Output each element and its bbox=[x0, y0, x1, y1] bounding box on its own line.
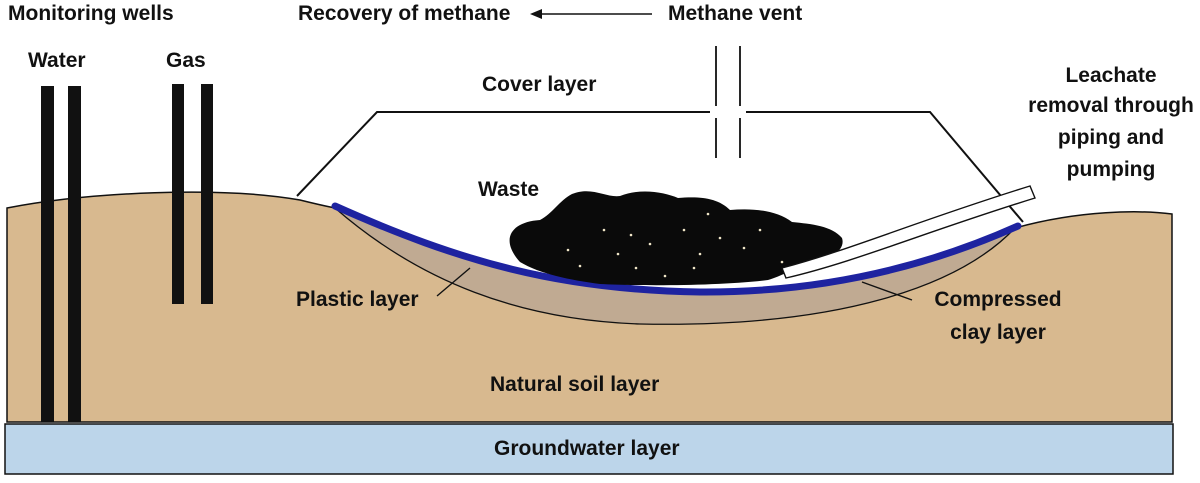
leachate-label-line-4: pumping bbox=[1067, 158, 1156, 181]
water-well-pipe-left bbox=[41, 86, 54, 422]
leachate-label-line-2: removal through bbox=[1028, 94, 1194, 117]
water-well-label: Water bbox=[28, 49, 86, 72]
compressed-clay-label-line-2: clay layer bbox=[950, 321, 1046, 344]
compressed-clay-leader bbox=[861, 281, 913, 301]
leachate-pipe bbox=[781, 185, 1036, 279]
gas-well-pipe-right bbox=[201, 84, 213, 304]
waste-mass bbox=[509, 191, 843, 286]
monitoring-wells-label: Monitoring wells bbox=[8, 2, 174, 25]
plastic-layer-label: Plastic layer bbox=[296, 288, 419, 311]
waste-specks bbox=[566, 212, 784, 278]
gas-well-label: Gas bbox=[166, 49, 206, 72]
plastic-layer bbox=[331, 202, 1022, 296]
waste-label: Waste bbox=[478, 178, 539, 201]
water-well-pipe-right bbox=[68, 86, 81, 422]
leachate-label-line-3: piping and bbox=[1058, 126, 1164, 149]
natural-soil-layer-label: Natural soil layer bbox=[490, 373, 659, 396]
cover-layer bbox=[296, 111, 1024, 223]
methane-vent-label: Methane vent bbox=[668, 2, 802, 25]
cover-layer-label: Cover layer bbox=[482, 73, 596, 96]
groundwater-layer-label: Groundwater layer bbox=[494, 437, 680, 460]
methane-vent-gap bbox=[710, 106, 746, 118]
leachate-label-line-1: Leachate bbox=[1065, 64, 1156, 87]
arrow-icon bbox=[530, 9, 652, 19]
recovery-of-methane-label: Recovery of methane bbox=[298, 2, 510, 25]
plastic-layer-leader bbox=[436, 267, 471, 297]
groundwater-layer bbox=[4, 423, 1174, 475]
gas-well-pipe-left bbox=[172, 84, 184, 304]
compressed-clay-label-line-1: Compressed bbox=[934, 288, 1061, 311]
